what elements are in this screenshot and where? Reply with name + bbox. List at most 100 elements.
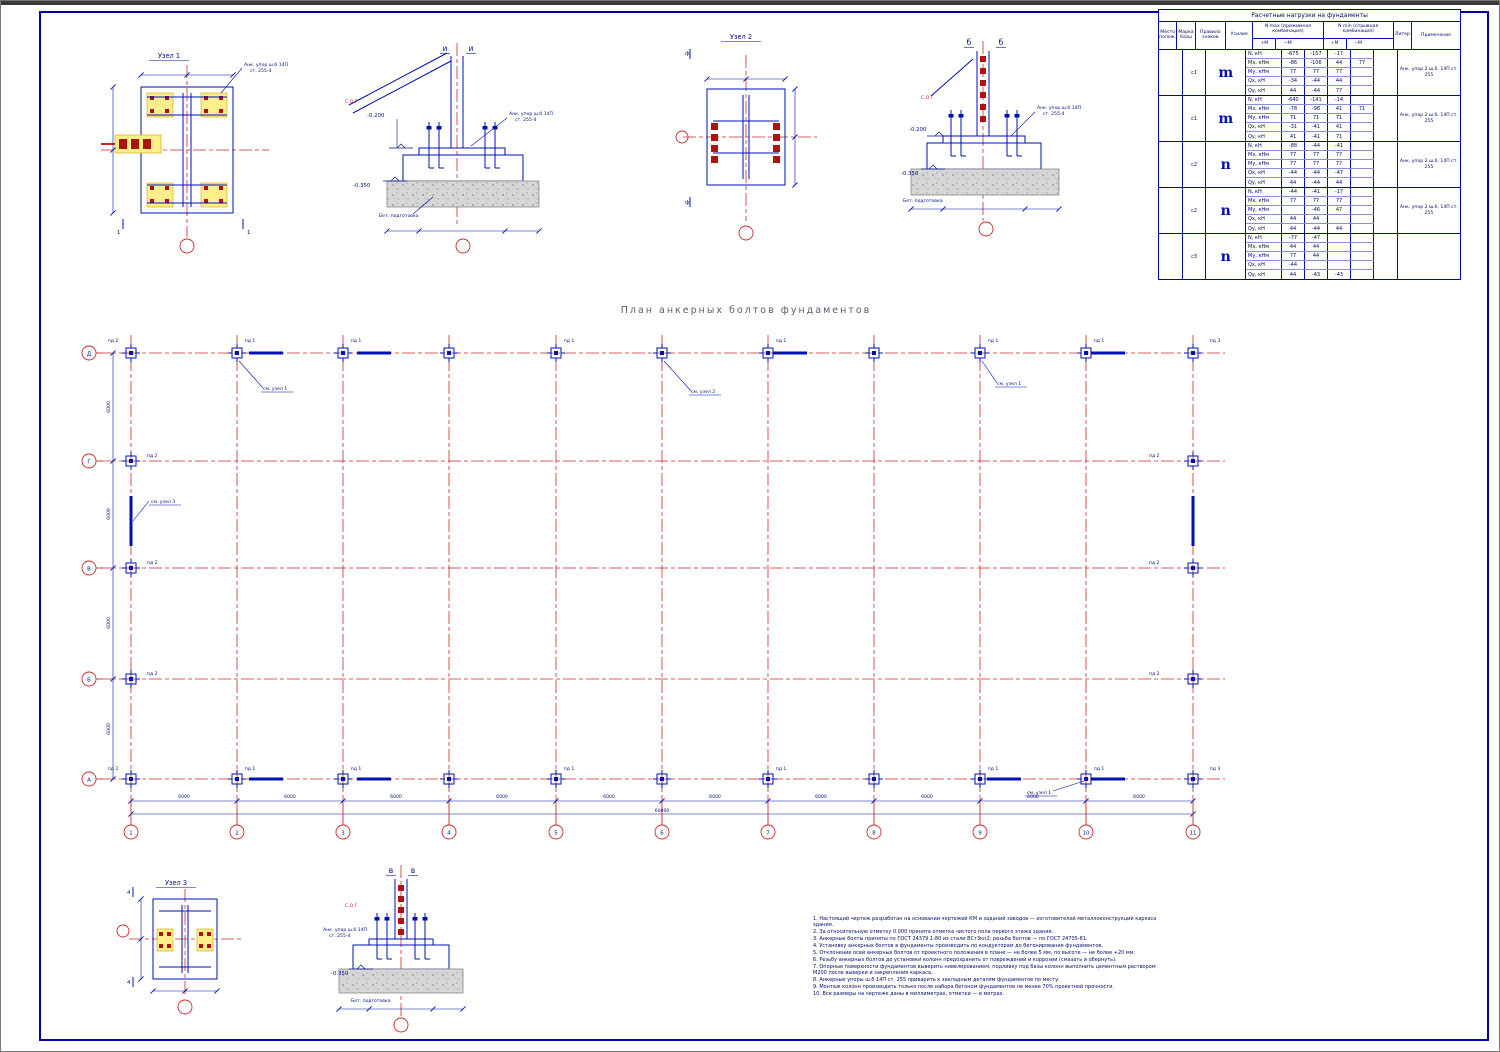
svg-text:6000: 6000	[390, 794, 402, 800]
table-group-row: с3 n N, кН -77 -47	[1159, 234, 1460, 279]
cell-value: -106	[1305, 59, 1328, 67]
cell-location	[1159, 50, 1183, 95]
loads-table-title: Расчетные нагрузки на фундаменты	[1159, 10, 1460, 22]
cell-value: 77	[1305, 151, 1328, 159]
cell-location	[1159, 142, 1183, 187]
force-rows: N, кН -44 -41 -17 Mx, кНм 77 77	[1246, 188, 1374, 233]
force-row: My, кНм 77 77 77	[1246, 68, 1374, 77]
drawing-frame	[39, 11, 1489, 1041]
bracing-ties	[129, 351, 1195, 781]
cell-value: -17	[1328, 50, 1351, 58]
col-minus-m: −М	[1283, 41, 1292, 46]
svg-text:10: 10	[1083, 831, 1090, 837]
cell-value: 77	[1351, 59, 1374, 67]
cell-value	[1351, 132, 1374, 141]
cell-force-label: N, кН	[1246, 188, 1282, 196]
col-note: Примечание	[1421, 32, 1452, 38]
cell-value: -17	[1328, 188, 1351, 196]
cell-value: 77	[1282, 160, 1305, 168]
plan-grid-vertical	[130, 335, 1194, 803]
cell-value: -44	[1282, 261, 1305, 269]
plan-grid-horizontal	[103, 352, 1225, 780]
force-rows: N, кН -88 -44 -41 Mx, кНм 77 77	[1246, 142, 1374, 187]
force-row: Qx, кН -44	[1246, 261, 1374, 270]
force-row: Qy, кН 44 -43 -43	[1246, 270, 1374, 279]
cell-value: -88	[1282, 142, 1305, 150]
section-mark-1: 1	[117, 230, 120, 236]
anchor-bolt-dots	[711, 123, 780, 163]
cell-value: 44	[1282, 270, 1305, 279]
svg-text:А: А	[87, 778, 91, 784]
cell-value: 41	[1328, 105, 1351, 113]
cell-value: 71	[1305, 114, 1328, 122]
svg-text:Г: Г	[87, 460, 90, 466]
svg-text:пд 1: пд 1	[776, 766, 787, 772]
cell-value	[1351, 252, 1374, 260]
cell-value: -44	[1305, 77, 1328, 85]
svg-text:пд 2: пд 2	[147, 671, 158, 677]
cell-value: -44	[1305, 86, 1328, 95]
table-group-row: с2 n N, кН -88 -44 -41	[1159, 142, 1460, 188]
svg-text:см. узел 2: см. узел 2	[691, 389, 715, 395]
detail-section-b-b: б б С.О.Г. -0.200 -0.350 Анк. упор ш.б 1…	[901, 38, 1081, 237]
cell-value: 77	[1305, 160, 1328, 168]
column-bolt-dots	[398, 885, 404, 935]
cog-mark: С.О.Г.	[345, 903, 359, 909]
cell-value	[1351, 206, 1374, 214]
svg-text:1: 1	[129, 831, 132, 837]
cell-note: Анк. упор 2 ш.б. 14П ст. 255	[1399, 205, 1458, 216]
plan: План анкерных болтов фундаментов	[81, 305, 1225, 840]
top-strip	[1, 1, 1499, 5]
cell-value	[1328, 243, 1351, 251]
base-mark-icon: n	[1206, 142, 1246, 187]
cell-force-label: Qx, кН	[1246, 261, 1282, 269]
svg-text:пд 2: пд 2	[147, 453, 158, 459]
cell-value: -77	[1282, 234, 1305, 242]
elevation-350: -0.350	[331, 971, 349, 977]
cell-force-label: Qy, кН	[1246, 270, 1282, 279]
detail-2-title: Узел 2	[730, 33, 752, 41]
cell-value: 77	[1282, 151, 1305, 159]
force-row: Qy, кН 44 -44 77	[1246, 86, 1374, 95]
cell-value: -44	[1282, 169, 1305, 177]
svg-text:пд 1: пд 1	[245, 766, 256, 772]
cell-value: -46	[1305, 206, 1328, 214]
cell-value: -47	[1328, 169, 1351, 177]
force-row: Qy, кН 41 -41 71	[1246, 132, 1374, 141]
cell-force-label: My, кНм	[1246, 252, 1282, 260]
svg-text:6000: 6000	[709, 794, 721, 800]
cell-value: 44	[1305, 252, 1328, 260]
column-bolt-dots	[980, 56, 986, 122]
svg-text:3: 3	[341, 831, 344, 837]
cell-value	[1351, 123, 1374, 131]
section-mark-f: ф	[685, 51, 690, 57]
cell-value: 44	[1282, 215, 1305, 223]
detail-1-title: Узел 1	[158, 52, 180, 60]
cell-force-label: Mx, кНм	[1246, 151, 1282, 159]
cell-value: -44	[1305, 169, 1328, 177]
force-row: Mx, кНм -78 -98 41 71	[1246, 105, 1374, 114]
cell-value	[1351, 188, 1374, 196]
cell-note: Анк. упор 2 ш.б. 14П ст. 255	[1399, 67, 1458, 78]
cell-value: 77	[1328, 86, 1351, 95]
concrete-prep-label: Бет. подготовка	[903, 198, 943, 204]
cell-value	[1351, 224, 1374, 233]
cell-value: 71	[1351, 105, 1374, 113]
svg-text:6000: 6000	[106, 723, 112, 735]
cell-value	[1351, 234, 1374, 242]
anchor-callout: Анк. упор ш.б 14П	[244, 62, 288, 68]
svg-text:6000: 6000	[496, 794, 508, 800]
weld-marks	[119, 139, 151, 149]
force-row: Qy, кН 44 -44 44	[1246, 178, 1374, 187]
force-row: Mx, кНм 77 77 77	[1246, 197, 1374, 206]
cell-value: 77	[1328, 197, 1351, 205]
detail-section-v-v: в в С.О.Г. Анк. упор ш.б 14П ст. 255-4 -…	[323, 865, 467, 1033]
cell-value	[1351, 50, 1374, 58]
section-mark-1: 1	[247, 230, 250, 236]
cell-value: 44	[1282, 178, 1305, 187]
elevation-350: -0.350	[901, 171, 919, 177]
anchor-bolt-dots	[159, 932, 211, 948]
section-v-title: в	[411, 866, 416, 875]
anchor-callout: ст. 255-4	[250, 68, 272, 74]
